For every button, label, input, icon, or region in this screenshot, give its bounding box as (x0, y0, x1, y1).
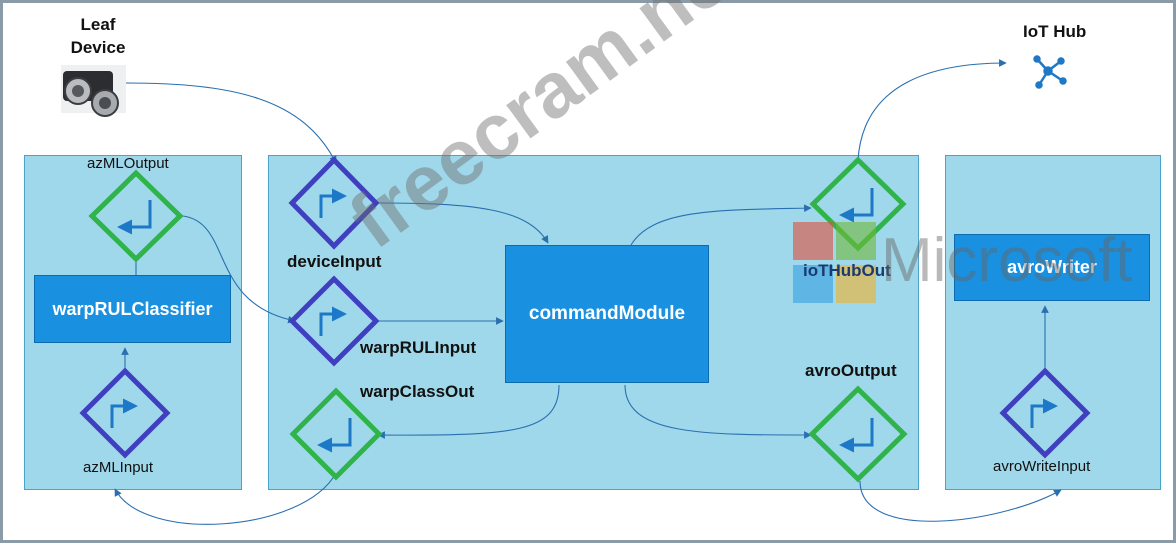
leaf-device-label: Leaf Device (70, 15, 126, 57)
iot-hub-out-label: ioTHubOut (803, 261, 891, 280)
az-ml-input-diamond (79, 367, 171, 459)
edge-command-to-warpclassout (377, 384, 560, 439)
iot-hub-icon (1033, 55, 1067, 89)
warp-class-out-label: warpClassOut (360, 382, 475, 401)
edge-leaf-to-deviceinput (124, 82, 337, 164)
az-ml-output-diamond (88, 169, 184, 263)
edge-deviceinput-to-command (374, 202, 549, 244)
avro-output-label: avroOutput (805, 361, 897, 380)
az-ml-input-label: azMLInput (83, 459, 154, 476)
avro-write-input-label: avroWriteInput (993, 458, 1091, 475)
edge-azmloutput-to-warprulinput (182, 215, 296, 324)
panel-avro-module (945, 155, 1161, 490)
device-input-label: deviceInput (287, 252, 382, 271)
microsoft-logo-watermark (793, 222, 876, 303)
edge-command-to-iothubout (630, 204, 812, 246)
warp-rul-input-diamond (288, 275, 380, 367)
avro-write-input-diamond (999, 367, 1091, 459)
microsoft-watermark: Microsoft (881, 226, 1133, 295)
leaf-device-sensor-image (61, 65, 126, 117)
warp-rul-input-label: warpRULInput (360, 338, 477, 357)
device-input-diamond (288, 156, 380, 250)
edge-command-to-avrooutput (624, 384, 812, 439)
az-ml-output-label: azMLOutput (87, 155, 169, 172)
iot-hub-label: IoT Hub (1023, 22, 1087, 41)
warp-rul-classifier-module: warpRULClassifier (34, 275, 231, 343)
avro-writer-module: avroWriter (954, 234, 1150, 301)
diagram-graphics (61, 55, 1091, 525)
edge-warpclassout-to-azmlinput (114, 472, 337, 525)
edge-iothubout-to-iothub (857, 59, 1007, 161)
avro-output-diamond (808, 385, 908, 483)
warp-class-out-diamond (289, 387, 383, 481)
command-module: commandModule (505, 245, 709, 383)
edge-avrooutput-to-avrowriteinput (859, 480, 1062, 522)
